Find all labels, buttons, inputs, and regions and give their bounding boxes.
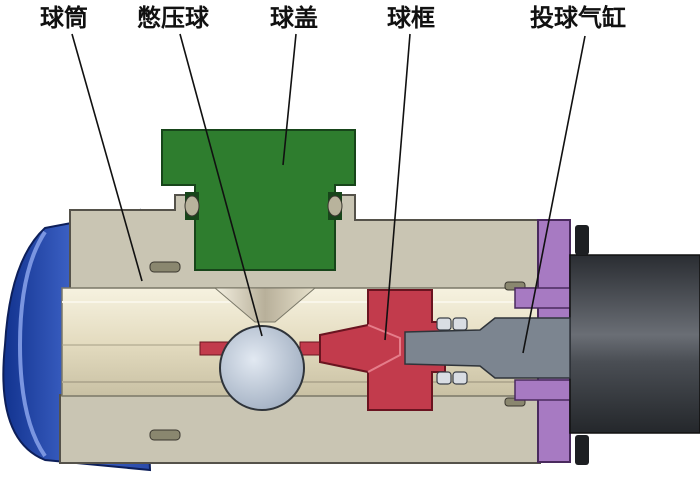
leader-lines — [71, 33, 586, 354]
pressed-ball — [219, 325, 305, 411]
piston-rod — [404, 317, 571, 379]
air-cylinder — [569, 254, 700, 434]
ball-cap — [161, 129, 356, 271]
label-ball-cap: 球盖 — [270, 4, 318, 32]
label-ball-frame: 球框 — [387, 4, 435, 32]
label-ball-tube: 球筒 — [40, 4, 88, 32]
label-pressed-ball: 憋压球 — [137, 4, 210, 32]
label-ball-cylinder: 投球气缸 — [530, 4, 626, 32]
bolts — [436, 317, 468, 385]
ball-frame — [319, 289, 446, 411]
ball-seat-cone — [213, 287, 317, 323]
